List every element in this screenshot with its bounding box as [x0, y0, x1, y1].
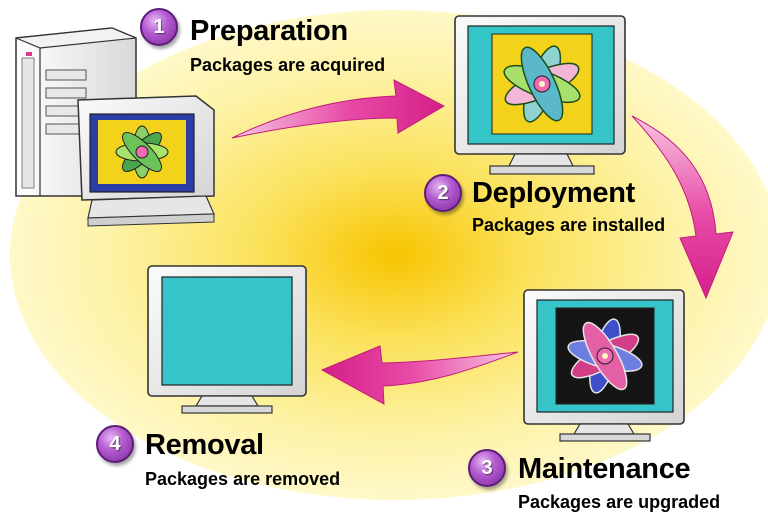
monitor-with-flower-icon	[454, 15, 626, 175]
monitor-with-blue-flower-icon	[523, 289, 685, 442]
step-title: Maintenance	[518, 453, 691, 485]
step-subtitle: Packages are installed	[472, 215, 666, 235]
empty-monitor-icon	[147, 265, 307, 414]
step-title: Deployment	[472, 177, 635, 209]
arrow-preparation-to-deployment	[231, 79, 446, 139]
step-subtitle: Packages are removed	[145, 469, 341, 489]
step-title: Preparation	[190, 15, 348, 47]
step-subtitle: Packages are upgraded	[518, 492, 721, 512]
server-with-monitor-icon	[15, 27, 215, 227]
arrow-maintenance-to-removal	[320, 345, 519, 405]
arrow-deployment-to-maintenance	[631, 115, 734, 300]
step-number-badge: 2	[424, 174, 462, 212]
step-number-badge: 1	[140, 8, 178, 46]
step-title: Removal	[145, 429, 264, 461]
step-number-badge: 4	[96, 425, 134, 463]
step-number-badge: 3	[468, 449, 506, 487]
step-subtitle: Packages are acquired	[190, 55, 386, 75]
